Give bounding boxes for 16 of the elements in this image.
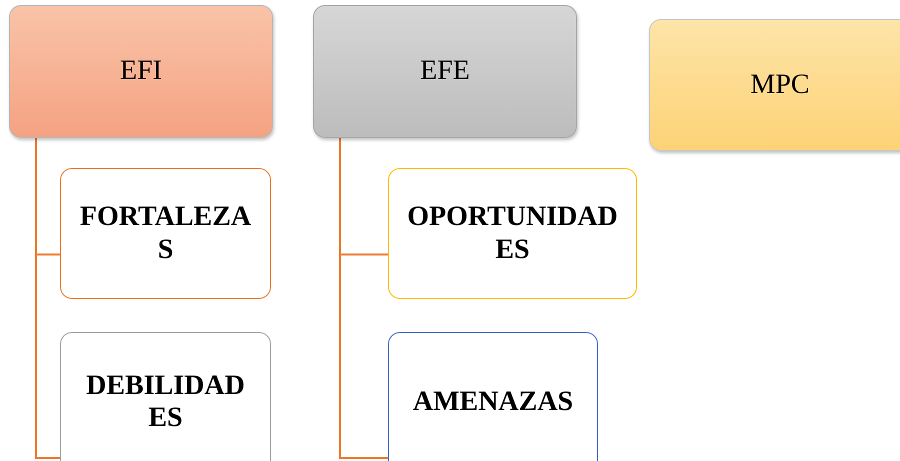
category-box [313,5,577,138]
item-box [388,168,637,299]
box-label: EFI [120,55,162,88]
category-box [9,5,273,138]
box-label: DEBILIDADES [85,370,246,434]
box-label: FORTALEZAS [78,201,252,266]
box-label: MPC [750,68,810,102]
item-box [60,332,271,461]
category-box [649,19,900,151]
connector-line [35,138,60,459]
box-label: AMENAZAS [412,386,574,418]
item-box [60,168,271,299]
box-label: EFE [420,55,470,88]
item-box [388,332,598,461]
box-label: OPORTUNIDADES [406,201,619,266]
connector-line [339,138,388,459]
